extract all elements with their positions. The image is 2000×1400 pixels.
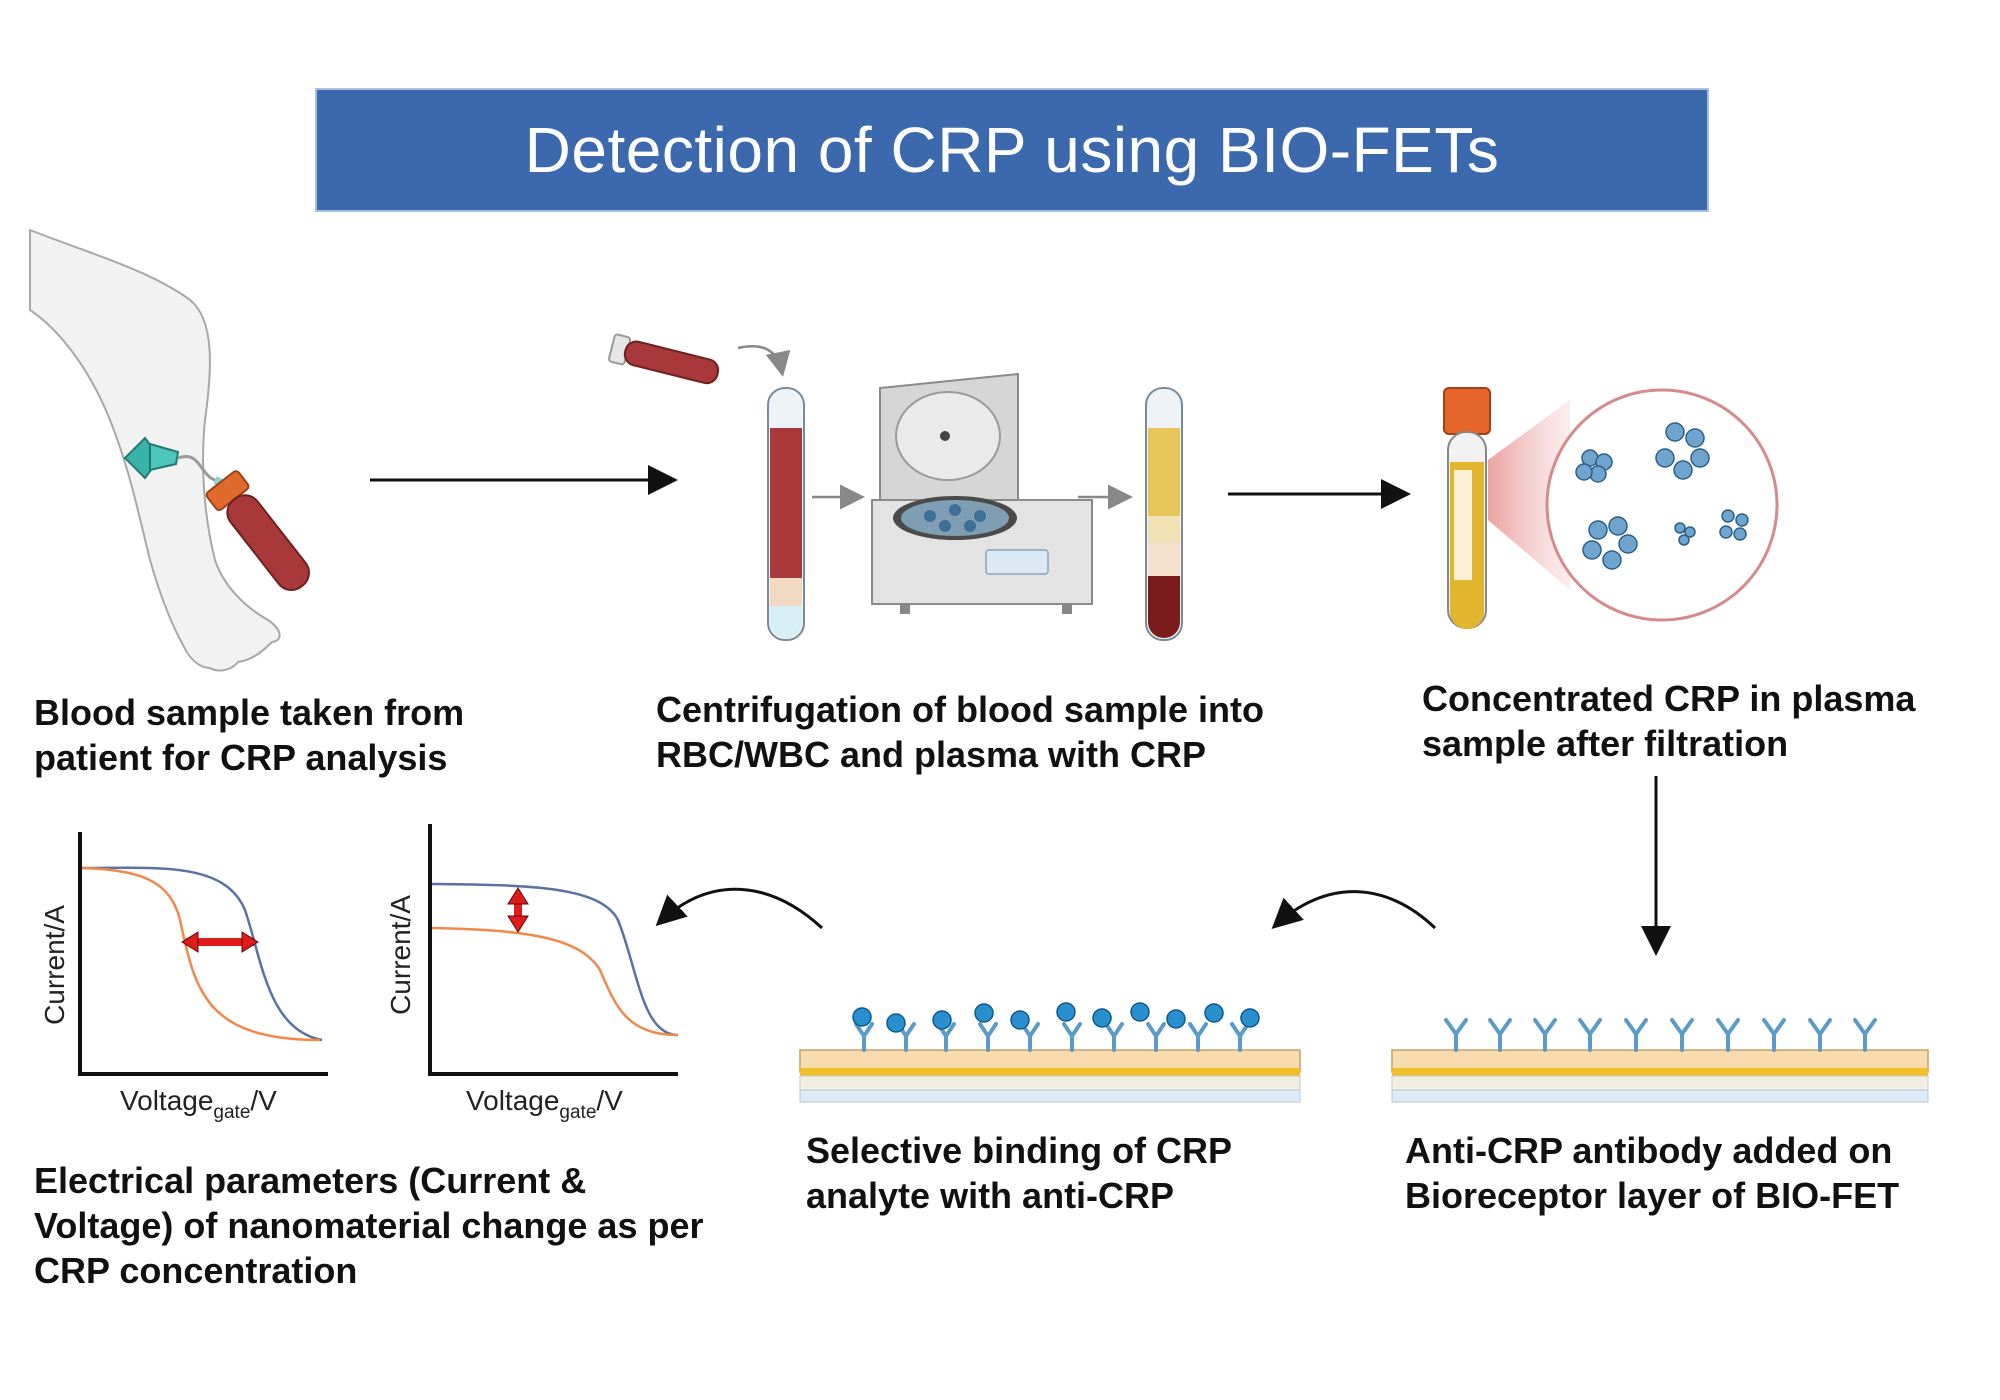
blood-collection-tube: [205, 470, 310, 591]
zoom-beam: [1488, 400, 1570, 590]
graph1-curve-orange: [81, 866, 321, 1042]
caption-electrical: Electrical parameters (Current &Voltage)…: [34, 1160, 704, 1291]
crp-magnified-view: [1545, 388, 1779, 622]
graph1-curve-blue: [81, 866, 323, 1042]
graph2-curve-blue: [431, 882, 679, 1037]
separated-blood-tube: [1145, 387, 1183, 641]
plasma-tube: [1443, 387, 1491, 629]
whole-blood-tube: [767, 387, 805, 641]
graph-vertical-shift: Current/A Voltagegate/V: [385, 824, 679, 1123]
title-banner: Detection of CRP using BIO-FETs: [315, 88, 1709, 212]
graph2-curve-orange: [431, 926, 679, 1037]
graph1-x-label: Voltagegate/V: [120, 1085, 277, 1123]
biofet-antibody-layer: [1391, 1018, 1929, 1103]
arrow-to-binding: [1271, 890, 1437, 930]
graph1-y-label: Current/A: [39, 905, 70, 1025]
graph-horizontal-shift: Current/A Voltagegate/V: [39, 832, 328, 1123]
incoming-blood-tube: [608, 333, 791, 385]
biofet-crp-bound-layer: [799, 1002, 1301, 1103]
graph2-y-label: Current/A: [385, 895, 416, 1015]
page-title: Detection of CRP using BIO-FETs: [524, 114, 1500, 186]
graph2-x-label: Voltagegate/V: [466, 1085, 623, 1123]
centrifuge-machine: [871, 372, 1093, 614]
arrow-to-graphs: [655, 887, 824, 930]
